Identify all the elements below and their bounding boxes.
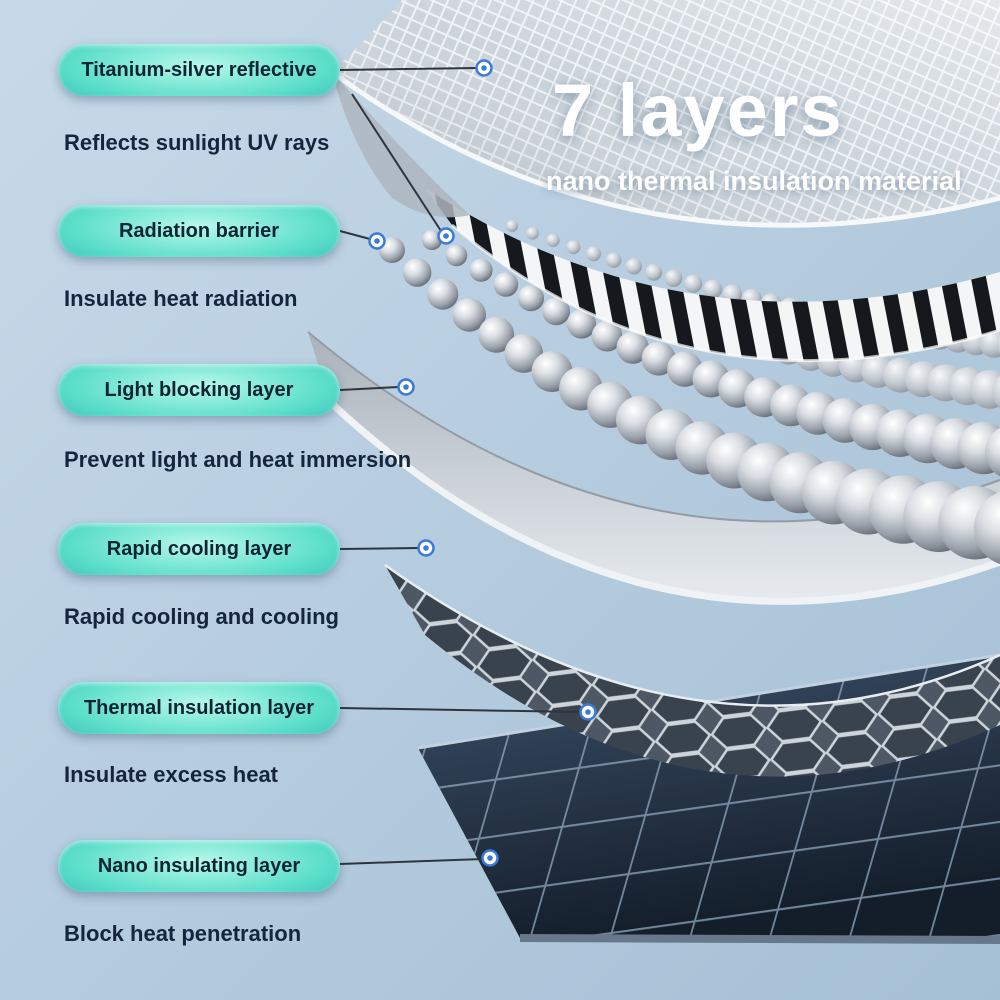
layer-pill-titanium-silver-reflective: Titanium-silver reflective bbox=[58, 44, 340, 96]
layer-description: Prevent light and heat immersion bbox=[64, 447, 412, 472]
layer-pill-nano-insulating: Nano insulating layer bbox=[58, 840, 340, 892]
layer-pill-label: Light blocking layer bbox=[104, 378, 294, 401]
layer-pill-thermal-insulation: Thermal insulation layer bbox=[58, 682, 340, 734]
callout-dot-icon bbox=[475, 59, 493, 77]
callout-dot-icon bbox=[397, 378, 415, 396]
callout-dot-icon bbox=[417, 539, 435, 557]
callout-dot-icon bbox=[368, 232, 386, 250]
layer-pill-light-blocking: Light blocking layer bbox=[58, 364, 340, 416]
callout-line bbox=[339, 858, 484, 865]
callout-line bbox=[339, 67, 478, 71]
callout-line bbox=[339, 386, 400, 391]
layer-description: Insulate heat radiation bbox=[64, 286, 298, 311]
page-subtitle: nano thermal insulation material bbox=[546, 166, 962, 196]
callout-line bbox=[339, 230, 371, 240]
callout-dot-icon bbox=[579, 703, 597, 721]
bead-array bbox=[379, 220, 1000, 565]
callout-line bbox=[351, 93, 442, 232]
callout-dot-icon bbox=[437, 227, 455, 245]
layer-sheet-reflective bbox=[330, 0, 1000, 228]
layer-pill-label: Rapid cooling layer bbox=[106, 537, 292, 560]
layer-film-perforated bbox=[425, 188, 1000, 363]
layer-pill-rapid-cooling: Rapid cooling layer bbox=[58, 523, 340, 575]
layer-pill-label: Radiation barrier bbox=[118, 219, 280, 242]
layer-description: Block heat penetration bbox=[64, 921, 302, 946]
layer-pill-label: Nano insulating layer bbox=[97, 854, 301, 877]
callout-line bbox=[339, 707, 581, 713]
layer-description: Insulate excess heat bbox=[64, 762, 279, 787]
layer-pill-radiation-barrier: Radiation barrier bbox=[58, 205, 340, 257]
layer-pill-label: Titanium-silver reflective bbox=[81, 58, 317, 81]
layer-mesh-honeycomb bbox=[384, 563, 1000, 777]
callout-line bbox=[339, 547, 420, 550]
callout-lines bbox=[339, 67, 581, 865]
layer-description: Reflects sunlight UV rays bbox=[64, 130, 330, 155]
callout-dots bbox=[368, 59, 597, 867]
layer-pill-label: Thermal insulation layer bbox=[83, 696, 315, 719]
layer-description: Rapid cooling and cooling bbox=[64, 604, 339, 629]
callout-dot-icon bbox=[481, 849, 499, 867]
page-title: 7 layers bbox=[552, 69, 844, 152]
